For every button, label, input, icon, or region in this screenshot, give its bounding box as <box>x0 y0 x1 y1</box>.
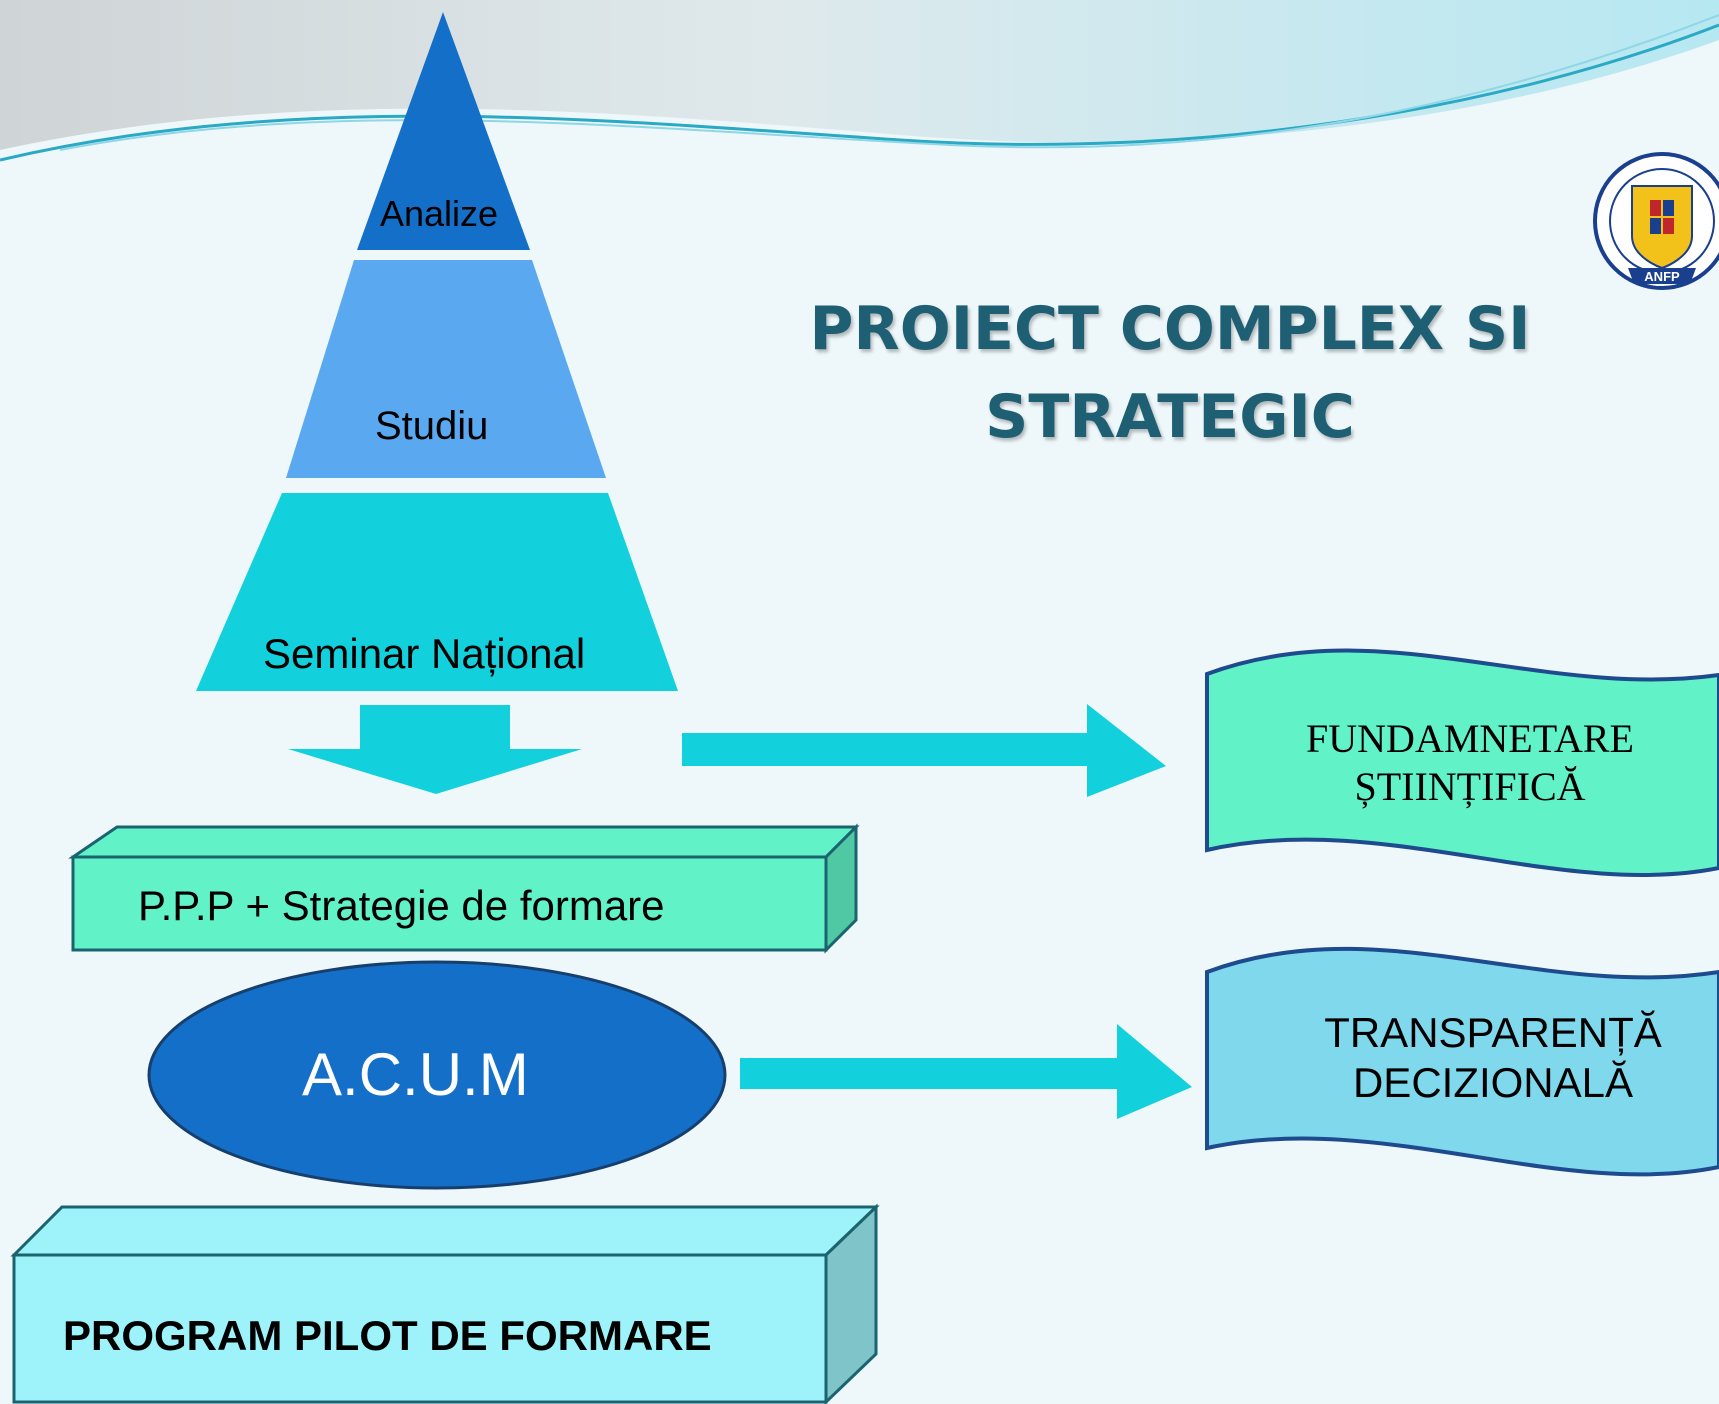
pilot-box-front <box>12 1253 828 1404</box>
ppp-box-top <box>68 825 860 859</box>
pyramid-middle-shape <box>286 260 606 478</box>
banner-2-line-1: TRANSPARENȚĂ <box>1324 1009 1662 1056</box>
acum-ellipse <box>147 960 727 1190</box>
banner-1-line-1: FUNDAMNETARE <box>1306 716 1634 761</box>
banner-2-text: TRANSPARENȚĂ DECIZIONALĂ <box>1278 1008 1708 1108</box>
pyramid-top-shape <box>357 12 530 250</box>
banner-1-line-2: ȘTIINȚIFICĂ <box>1354 764 1586 809</box>
banner-1-text: FUNDAMNETARE ȘTIINȚIFICĂ <box>1255 715 1685 811</box>
banner-2-line-2: DECIZIONALĂ <box>1352 1059 1634 1106</box>
pilot-box-label: PROGRAM PILOT DE FORMARE <box>63 1312 712 1359</box>
down-arrow <box>288 705 582 794</box>
pyramid-bottom-shape <box>196 493 678 691</box>
page-title: PROIECT COMPLEX SI STRATEGIC <box>809 294 1531 452</box>
banner-2-shape <box>1205 946 1719 1177</box>
ppp-box-front <box>71 855 828 952</box>
pyramid-label-bottom: Seminar Național <box>263 630 586 677</box>
acum-label: A.C.U.M <box>302 1041 529 1108</box>
header-wave-line-2 <box>59 14 1719 151</box>
header-wave-line <box>0 23 1719 162</box>
pyramid-label-top: Analize <box>380 193 499 234</box>
right-arrow-1 <box>682 704 1166 797</box>
anfp-logo: ANFP <box>1593 152 1719 290</box>
right-arrow-2 <box>740 1024 1192 1119</box>
svg-text:ANFP: ANFP <box>1644 269 1680 284</box>
header-wave <box>0 0 1719 150</box>
banner-1-shape <box>1205 648 1719 877</box>
ppp-box-label: P.P.P + Strategie de formare <box>138 882 665 929</box>
pyramid-label-middle: Studiu <box>375 404 489 448</box>
pilot-box-top <box>10 1205 880 1257</box>
